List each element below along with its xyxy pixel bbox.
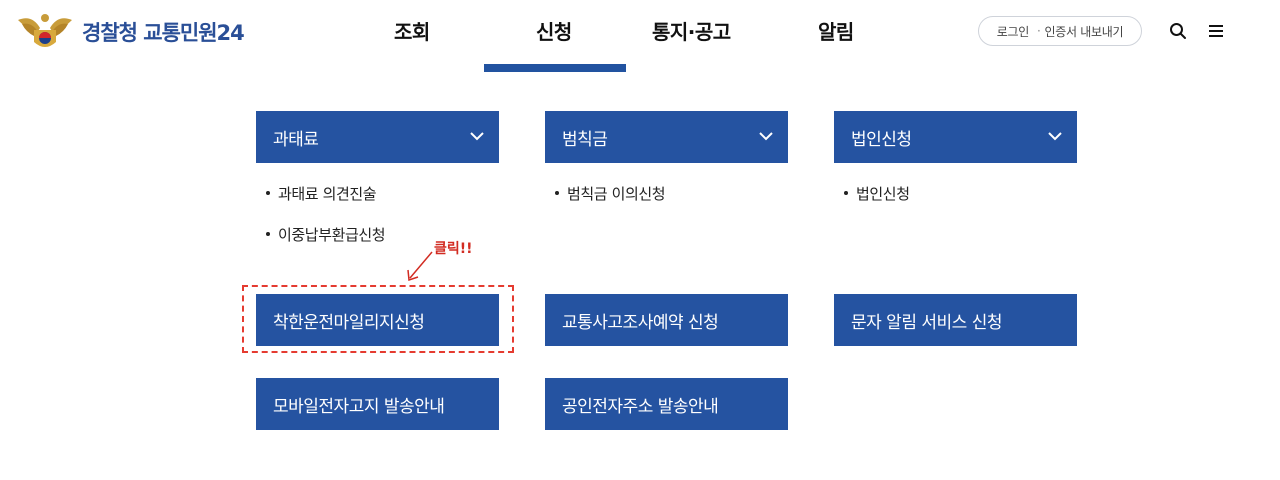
sms-alert-service-button[interactable]: 문자 알림 서비스 신청	[834, 294, 1077, 346]
sub-item-corporate-apply[interactable]: 법인신청	[844, 183, 910, 204]
sub-item-label: 이중납부환급신청	[278, 226, 386, 244]
annotation-arrow-icon	[407, 251, 433, 282]
bullet-icon	[266, 231, 270, 236]
sub-item-label: 법인신청	[856, 185, 910, 203]
chevron-down-icon	[1048, 132, 1062, 141]
logo-sub-text: 교통민원24	[143, 21, 245, 45]
group-title: 과태료	[273, 129, 319, 150]
site-logo[interactable]: 경찰청 교통민원24	[14, 10, 245, 54]
separator-dot: ·	[1037, 24, 1041, 38]
login-cert-pill: 로그인 · 인증서 내보내기	[978, 16, 1142, 46]
logo-main-text: 경찰청	[82, 21, 138, 45]
main-nav: 조회 신청 통지·공고 알림	[0, 16, 1280, 46]
sub-item-fine-opinion[interactable]: 과태료 의견진술	[266, 183, 377, 204]
police-emblem-icon	[18, 14, 72, 47]
group-title: 법인신청	[851, 129, 912, 150]
sub-item-penalty-objection[interactable]: 범칙금 이의신청	[555, 183, 666, 204]
button-label: 착한운전마일리지신청	[273, 312, 425, 333]
header: 경찰청 교통민원24 조회 신청 통지·공고 알림 로그인 · 인증서 내보내기	[0, 0, 1280, 72]
nav-item-alert[interactable]: 알림	[818, 20, 854, 44]
login-link[interactable]: 로그인	[996, 24, 1030, 39]
click-annotation-label: 클릭!!	[434, 241, 473, 257]
cert-export-link[interactable]: 인증서 내보내기	[1044, 24, 1124, 39]
sub-item-double-payment-refund[interactable]: 이중납부환급신청	[266, 224, 386, 245]
bullet-icon	[555, 190, 559, 195]
button-label: 문자 알림 서비스 신청	[851, 312, 1002, 333]
group-header-corporate[interactable]: 법인신청	[834, 111, 1077, 163]
chevron-down-icon	[759, 132, 773, 141]
search-icon[interactable]	[1169, 22, 1187, 40]
chevron-down-icon	[470, 132, 484, 141]
nav-item-inquiry[interactable]: 조회	[394, 20, 430, 44]
menu-icon[interactable]	[1207, 22, 1225, 40]
accident-investigation-reservation-button[interactable]: 교통사고조사예약 신청	[545, 294, 788, 346]
nav-item-apply[interactable]: 신청	[536, 20, 572, 44]
nav-active-indicator	[484, 64, 626, 72]
button-label: 교통사고조사예약 신청	[562, 312, 719, 333]
sub-item-label: 과태료 의견진술	[278, 185, 377, 203]
group-title: 범칙금	[562, 129, 608, 150]
group-header-penalty[interactable]: 범칙금	[545, 111, 788, 163]
bullet-icon	[266, 190, 270, 195]
sub-item-label: 범칙금 이의신청	[567, 185, 666, 203]
bullet-icon	[844, 190, 848, 195]
certified-e-address-button[interactable]: 공인전자주소 발송안내	[545, 378, 788, 430]
group-header-fine[interactable]: 과태료	[256, 111, 499, 163]
highlight-dashed-box	[242, 285, 514, 353]
mobile-e-notice-button[interactable]: 모바일전자고지 발송안내	[256, 378, 499, 430]
button-label: 공인전자주소 발송안내	[562, 396, 719, 417]
nav-item-notice[interactable]: 통지·공고	[652, 20, 731, 44]
button-label: 모바일전자고지 발송안내	[273, 396, 445, 417]
safe-driving-mileage-button[interactable]: 착한운전마일리지신청	[256, 294, 499, 346]
